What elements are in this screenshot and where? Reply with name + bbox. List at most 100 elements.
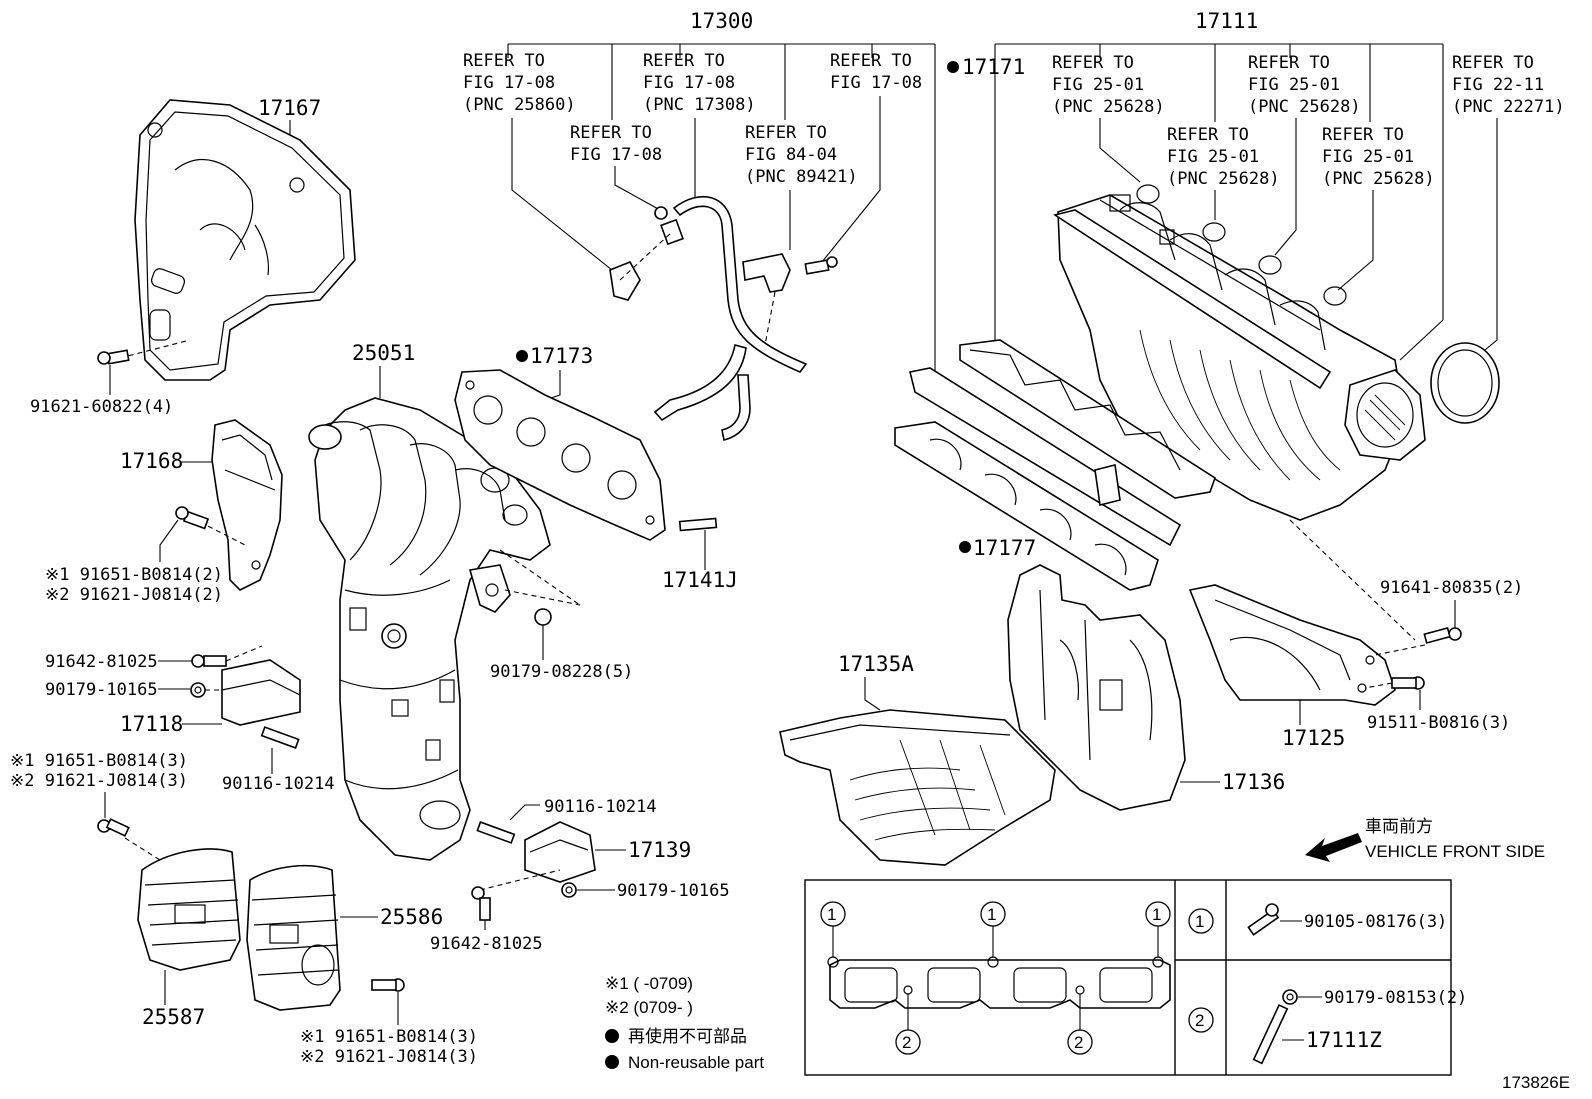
svg-text:REFER TO: REFER TO [643, 51, 725, 71]
svg-text:90105-08176(3): 90105-08176(3) [1304, 912, 1447, 932]
svg-text:FIG 17-08: FIG 17-08 [463, 73, 555, 93]
svg-text:※2 91621-J0814(3): ※2 91621-J0814(3) [10, 771, 188, 791]
part-17177: 17177 [959, 536, 1036, 560]
svg-text:※1 91651-B0814(2): ※1 91651-B0814(2) [45, 565, 223, 585]
svg-text:FIG 25-01: FIG 25-01 [1052, 75, 1144, 95]
marker-2: 2 [1195, 1011, 1204, 1030]
intake-manifold-17111 [1053, 194, 1426, 521]
svg-text:FIG 84-04: FIG 84-04 [745, 145, 837, 165]
svg-text:※2 (0709- ): ※2 (0709- ) [605, 998, 693, 1017]
svg-text:FIG 17-08: FIG 17-08 [643, 73, 735, 93]
refer-to-2: REFER TO FIG 17-08 [570, 123, 662, 165]
o-ring [1202, 222, 1226, 242]
svg-text:※1 91651-B0814(3): ※1 91651-B0814(3) [10, 751, 188, 771]
svg-text:REFER TO: REFER TO [830, 51, 912, 71]
bolt-91511-B0816: 91511-B0816(3) [1364, 676, 1510, 733]
svg-text:(PNC 25628): (PNC 25628) [1248, 97, 1361, 117]
figure-code: 173826E [1502, 1073, 1570, 1092]
svg-text:90179-10165: 90179-10165 [45, 680, 158, 700]
svg-text:91511-B0816(3): 91511-B0816(3) [1367, 713, 1510, 733]
bolts-lower-center: ※1 91651-B0814(3) ※2 91621-J0814(3) [300, 978, 478, 1067]
exhaust-gasket-17173: 17173 [454, 344, 666, 541]
part-17111-label: 17111 [1195, 9, 1258, 33]
bracket-17118: 91642-81025 90179-10165 17118 90116-1021… [45, 645, 335, 794]
heat-insulator-17136: 17136 [1007, 564, 1285, 811]
group-17111-leaders: 17111 [994, 9, 1444, 361]
svg-text:17168: 17168 [120, 449, 183, 473]
svg-text:FIG 17-08: FIG 17-08 [830, 73, 922, 93]
svg-text:REFER TO: REFER TO [570, 123, 652, 143]
svg-text:17167: 17167 [258, 96, 321, 120]
legend: ※1 ( -0709) ※2 (0709- ) 再使用不可部品 Non-reus… [605, 974, 764, 1072]
throttle-gasket-ring [1430, 342, 1500, 424]
refer-to-6: REFER TO FIG 25-01 (PNC 25628) [1052, 53, 1165, 117]
svg-text:再使用不可部品: 再使用不可部品 [628, 1026, 747, 1046]
svg-text:17177: 17177 [973, 536, 1036, 560]
svg-text:REFER TO: REFER TO [1248, 53, 1330, 73]
part-17171: 17171 [947, 55, 1025, 79]
svg-text:(PNC 25628): (PNC 25628) [1322, 169, 1435, 189]
svg-text:91642-81025: 91642-81025 [430, 934, 543, 954]
svg-text:FIG 17-08: FIG 17-08 [570, 145, 662, 165]
svg-text:REFER TO: REFER TO [1452, 53, 1534, 73]
refer-to-4: REFER TO FIG 84-04 (PNC 89421) [745, 123, 858, 187]
nut-90179-08228: 90179-08228(5) [490, 608, 633, 682]
refer-to-10: REFER TO FIG 22-11 (PNC 22271) [1452, 53, 1565, 117]
bracket-17125: 17125 [1188, 584, 1396, 750]
refer-to-5: REFER TO FIG 17-08 [830, 51, 922, 93]
svg-text:REFER TO: REFER TO [1322, 125, 1404, 145]
svg-text:REFER TO: REFER TO [1167, 125, 1249, 145]
svg-text:25051: 25051 [352, 341, 415, 365]
svg-text:(PNC 22271): (PNC 22271) [1452, 97, 1565, 117]
bracket-17139: 90116-10214 17139 90179-10165 91642-8102… [430, 797, 730, 954]
refer-to-3: REFER TO FIG 17-08 (PNC 17308) [643, 51, 756, 115]
bolt-91641-80835: 91641-80835(2) [1374, 578, 1523, 656]
svg-text:90179-08228(5): 90179-08228(5) [490, 662, 633, 682]
svg-text:REFER TO: REFER TO [745, 123, 827, 143]
svg-text:(PNC 25628): (PNC 25628) [1167, 169, 1280, 189]
svg-text:25587: 25587 [142, 1005, 205, 1029]
svg-text:90179-08153(2): 90179-08153(2) [1324, 988, 1467, 1008]
vehicle-front-side-indicator: 車両前方 VEHICLE FRONT SIDE [1305, 817, 1545, 862]
svg-text:※1 91651-B0814(3): ※1 91651-B0814(3) [300, 1027, 478, 1047]
stud-17141J: 17141J [662, 517, 738, 592]
gasket-key-box: 1 1 1 2 2 1 2 90105-08176(3) 90179-08153… [804, 879, 1467, 1076]
svg-text:FIG 25-01: FIG 25-01 [1248, 75, 1340, 95]
marker-1: 1 [1152, 905, 1161, 924]
heat-insulator-17168: 17168 ※1 91651-B0814(2) ※2 91621-J0814(2… [45, 419, 283, 605]
marker-1: 1 [1195, 912, 1204, 931]
svg-text:(PNC 25860): (PNC 25860) [463, 95, 576, 115]
svg-text:REFER TO: REFER TO [1052, 53, 1134, 73]
svg-text:90179-10165: 90179-10165 [617, 881, 730, 901]
heat-insulator-25586: 25586 [246, 864, 443, 1011]
heat-insulator-25587: 25587 [137, 848, 241, 1029]
intake-gasket-plate [894, 367, 1182, 591]
heat-insulator-17135A: 17135A [779, 652, 1056, 866]
front-arrow-icon [1305, 833, 1362, 862]
svg-text:17125: 17125 [1282, 726, 1345, 750]
marker-1: 1 [827, 905, 836, 924]
svg-text:※2 91621-J0814(3): ※2 91621-J0814(3) [300, 1047, 478, 1067]
svg-text:17118: 17118 [120, 712, 183, 736]
refer-to-1: REFER TO FIG 17-08 (PNC 25860) [463, 51, 576, 115]
svg-text:FIG 25-01: FIG 25-01 [1322, 147, 1414, 167]
part-17300-label: 17300 [690, 9, 753, 33]
svg-text:(PNC 17308): (PNC 17308) [643, 95, 756, 115]
svg-text:17111Z: 17111Z [1306, 1028, 1382, 1052]
svg-text:17141J: 17141J [662, 568, 738, 592]
svg-text:91642-81025: 91642-81025 [45, 652, 158, 672]
svg-text:VEHICLE FRONT SIDE: VEHICLE FRONT SIDE [1365, 842, 1545, 861]
svg-text:(PNC 89421): (PNC 89421) [745, 167, 858, 187]
svg-text:91641-80835(2): 91641-80835(2) [1380, 578, 1523, 598]
svg-text:車両前方: 車両前方 [1365, 817, 1433, 836]
refer-to-8: REFER TO FIG 25-01 (PNC 25628) [1248, 53, 1361, 117]
svg-text:90116-10214: 90116-10214 [222, 774, 335, 794]
svg-text:91621-60822(4): 91621-60822(4) [30, 397, 173, 417]
svg-text:17173: 17173 [530, 344, 593, 368]
marker-2: 2 [1074, 1033, 1083, 1052]
svg-text:FIG 25-01: FIG 25-01 [1167, 147, 1259, 167]
heat-insulator-17167: 17167 91621-60822(4) [30, 96, 356, 417]
intake-gasket-17171 [959, 339, 1216, 499]
svg-text:17135A: 17135A [838, 652, 914, 676]
